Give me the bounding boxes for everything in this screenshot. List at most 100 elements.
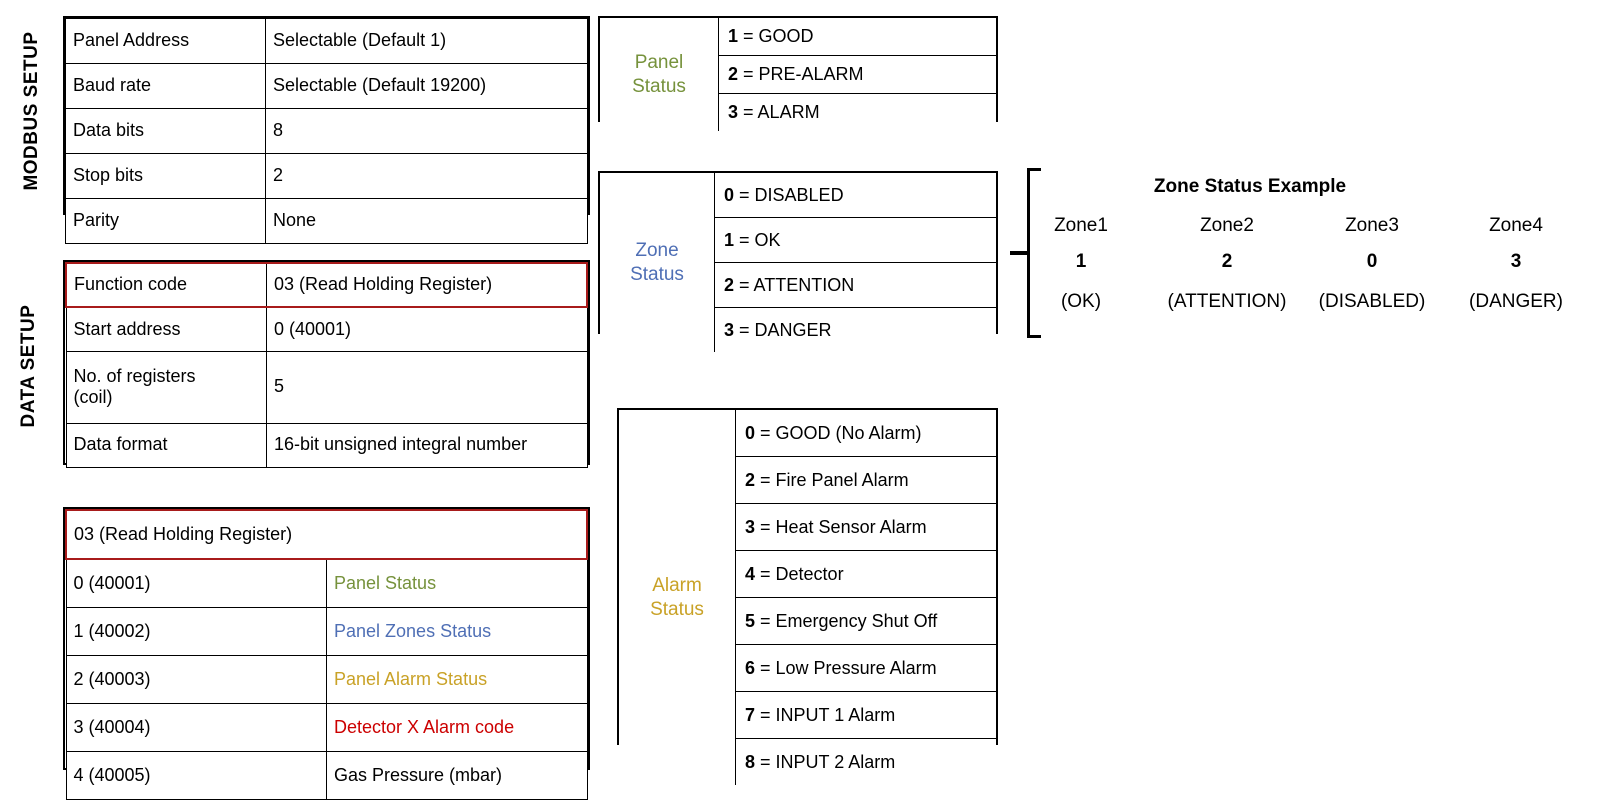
alarm-status-text-7: INPUT 1 Alarm	[775, 704, 896, 725]
panel-status-label-line1: Panel	[634, 51, 684, 73]
table-row: 2 = ATTENTION	[600, 262, 996, 308]
panel-status-sep-2: =	[738, 64, 759, 84]
panel-status-label: Panel Status	[600, 18, 719, 131]
register-address-40001: 0 (40001)	[65, 558, 327, 608]
alarm-status-row-6: 6 = Low Pressure Alarm	[735, 644, 996, 692]
alarm-status-sep-8: =	[755, 751, 776, 772]
modbus-key-data-bits: Data bits	[65, 108, 266, 154]
table-row: 1 (40002) Panel Zones Status	[65, 607, 588, 656]
register-name-gas-pressure: Gas Pressure (mbar)	[326, 751, 588, 800]
alarm-status-code-8: 8	[745, 751, 756, 772]
table-row: 5 = Emergency Shut Off	[619, 597, 996, 645]
modbus-key-panel-address: Panel Address	[65, 18, 266, 64]
register-address-40004: 3 (40004)	[65, 703, 327, 752]
alarm-status-code-0: 0	[745, 422, 756, 443]
panel-status-table: Panel Status 1 = GOOD 2 = PRE-ALARM 3 = …	[598, 16, 998, 131]
table-row: 6 = Low Pressure Alarm	[619, 644, 996, 692]
zone-status-label-line2: Status	[630, 263, 684, 285]
zone-example-name-2: Zone2	[1200, 215, 1254, 236]
table-row: Data bits 8	[65, 108, 588, 154]
modbus-key-baud-rate: Baud rate	[65, 63, 266, 109]
panel-status-code-3: 3	[728, 102, 739, 122]
alarm-status-sep-4: =	[755, 563, 776, 584]
data-setup-key-no-of-registers: No. of registers (coil)	[65, 350, 267, 424]
zone-example-value-2: 2	[1221, 250, 1233, 272]
alarm-status-sep-0: =	[755, 422, 776, 443]
alarm-status-text-4: Detector	[775, 563, 844, 584]
table-row: Start address 0 (40001)	[65, 306, 588, 352]
zone-status-row-1: 1 = OK	[714, 217, 996, 263]
alarm-status-code-6: 6	[745, 657, 756, 678]
panel-status-text-3: ALARM	[757, 102, 820, 122]
alarm-status-text-8: INPUT 2 Alarm	[775, 751, 896, 772]
no-of-registers-line2: (coil)	[73, 387, 113, 407]
table-row: Baud rate Selectable (Default 19200)	[65, 63, 588, 109]
table-row: Data format 16-bit unsigned integral num…	[65, 422, 588, 468]
zone-example-value-3: 0	[1366, 250, 1378, 272]
alarm-status-text-0: GOOD (No Alarm)	[775, 422, 922, 443]
table-row: Zone Status 0 = DISABLED	[600, 173, 996, 352]
alarm-status-sep-7: =	[755, 704, 776, 725]
alarm-status-table: Alarm Status 0 = GOOD (No Alarm) 2 = Fir…	[617, 408, 998, 785]
alarm-status-code-2: 2	[745, 469, 756, 490]
alarm-status-row-2: 2 = Fire Panel Alarm	[735, 456, 996, 504]
alarm-status-row-8: 8 = INPUT 2 Alarm	[735, 738, 996, 785]
table-row: 8 = INPUT 2 Alarm	[619, 738, 996, 785]
section-label-data-setup: DATA SETUP	[18, 304, 39, 428]
zone-status-table: Zone Status 0 = DISABLED 1 = OK 2 = ATTE…	[598, 171, 998, 352]
register-address-40002: 1 (40002)	[65, 607, 327, 656]
bracket-vertical-bar	[1027, 168, 1030, 338]
zone-status-text-3: DANGER	[754, 319, 832, 340]
no-of-registers-line1: No. of registers	[73, 365, 196, 386]
zone-status-row-3: 3 = DANGER	[714, 307, 996, 352]
zone-status-row-2: 2 = ATTENTION	[714, 262, 996, 308]
zone-status-text-2: ATTENTION	[753, 274, 855, 295]
table-row: 4 (40005) Gas Pressure (mbar)	[65, 751, 588, 800]
modbus-value-parity: None	[265, 198, 588, 244]
alarm-status-code-4: 4	[745, 563, 756, 584]
panel-status-text-1: GOOD	[758, 26, 814, 46]
register-address-40003: 2 (40003)	[65, 655, 327, 704]
panel-status-row-1: 1 = GOOD	[718, 18, 996, 56]
table-row: Panel Status 1 = GOOD	[600, 18, 996, 131]
register-name-detector-x-alarm-code: Detector X Alarm code	[326, 703, 588, 752]
table-row: 0 (40001) Panel Status	[65, 558, 588, 608]
alarm-status-sep-5: =	[755, 610, 776, 631]
panel-status-sep-1: =	[738, 26, 759, 46]
table-row: Parity None	[65, 198, 588, 244]
table-row-function-code: Function code 03 (Read Holding Register)	[65, 262, 588, 308]
modbus-value-baud-rate: Selectable (Default 19200)	[265, 63, 588, 109]
alarm-status-text-3: Heat Sensor Alarm	[775, 516, 927, 537]
panel-status-code-1: 1	[728, 26, 739, 46]
zone-example-desc-1: (OK)	[1060, 290, 1102, 312]
panel-status-label-line2: Status	[632, 75, 686, 97]
modbus-key-stop-bits: Stop bits	[65, 153, 266, 199]
alarm-status-text-6: Low Pressure Alarm	[775, 657, 937, 678]
panel-status-row-3: 3 = ALARM	[718, 93, 996, 131]
table-row: 2 = PRE-ALARM	[600, 55, 996, 94]
bracket-mid-stub	[1010, 251, 1028, 255]
alarm-status-text-2: Fire Panel Alarm	[775, 469, 909, 490]
zone-example-column-4: Zone4 3 (DANGER)	[1443, 214, 1589, 313]
zone-example-value-4: 3	[1510, 250, 1522, 272]
zone-status-sep-1: =	[734, 229, 755, 250]
alarm-status-row-0: 0 = GOOD (No Alarm)	[735, 410, 996, 457]
alarm-status-row-5: 5 = Emergency Shut Off	[735, 597, 996, 645]
modbus-setup-table: Panel Address Selectable (Default 1) Bau…	[63, 16, 590, 244]
table-row: No. of registers (coil) 5	[65, 350, 588, 424]
data-setup-value-data-format: 16-bit unsigned integral number	[266, 422, 588, 468]
zone-status-sep-0: =	[734, 184, 755, 205]
section-label-modbus-setup: MODBUS SETUP	[21, 31, 42, 191]
zone-status-label: Zone Status	[600, 173, 715, 352]
register-name-panel-alarm-status: Panel Alarm Status	[326, 655, 588, 704]
zone-status-text-0: DISABLED	[754, 184, 844, 205]
register-map-table: 03 (Read Holding Register) 0 (40001) Pan…	[63, 507, 590, 800]
modbus-value-stop-bits: 2	[265, 153, 588, 199]
table-row: 3 = DANGER	[600, 307, 996, 352]
panel-status-text-2: PRE-ALARM	[758, 64, 864, 84]
zone-status-code-1: 1	[724, 229, 735, 250]
data-setup-key-start-address: Start address	[65, 306, 267, 352]
data-setup-value-function-code: 03 (Read Holding Register)	[266, 262, 588, 308]
bracket-top-arm	[1027, 168, 1041, 171]
alarm-status-code-3: 3	[745, 516, 756, 537]
